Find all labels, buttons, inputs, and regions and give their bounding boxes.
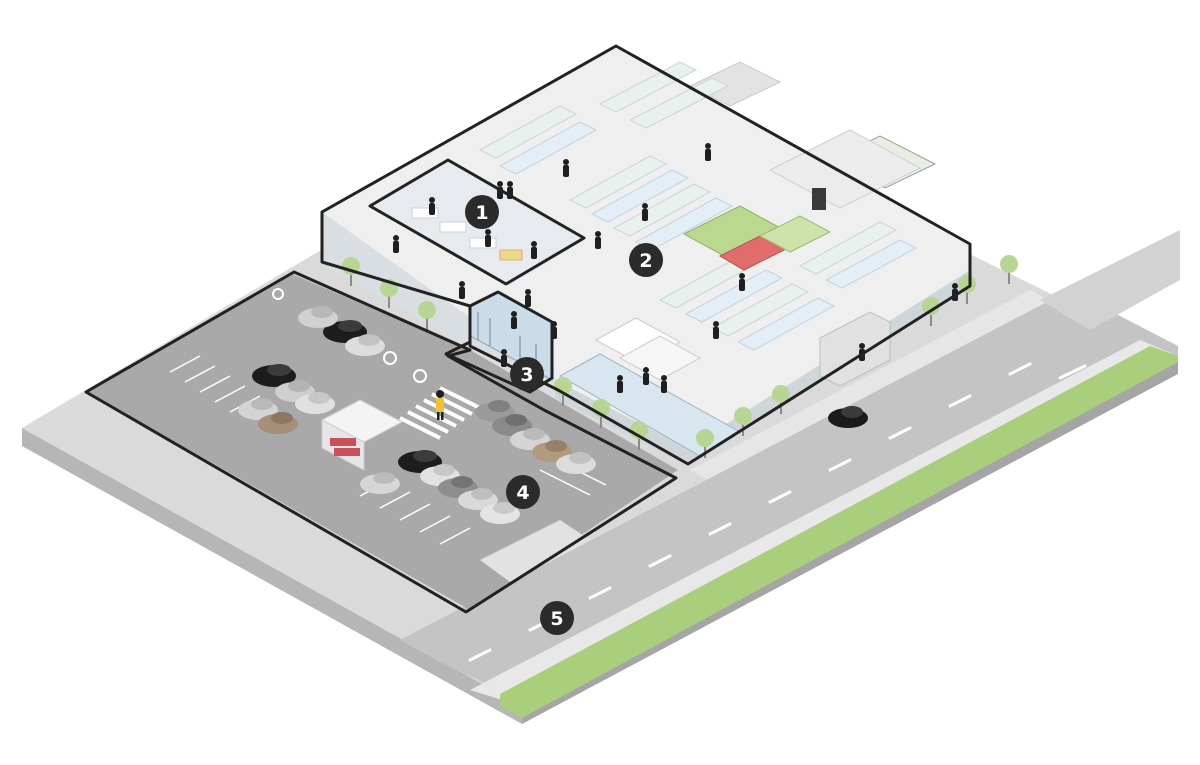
zone-outline-1 (368, 158, 586, 286)
marker-5: 5 (540, 601, 574, 635)
pedestrian-highlighted (436, 390, 444, 420)
street (400, 230, 1180, 718)
crosswalk (399, 386, 481, 440)
car-silver (238, 398, 278, 420)
car-silver (556, 452, 596, 474)
grass-strip (500, 346, 1178, 718)
marker-1: 1 (465, 195, 499, 229)
tree (922, 297, 940, 326)
svg-text:2: 2 (639, 250, 652, 272)
ground-side-left (22, 428, 522, 724)
office-desks (411, 207, 523, 261)
ev-charging-icon (272, 288, 284, 300)
front-wall-left (322, 212, 555, 398)
marker-2: 2 (629, 243, 663, 277)
number-markers: 1 2 3 4 5 (465, 195, 663, 635)
car-silver (298, 306, 338, 328)
lane-dashes (468, 362, 1087, 662)
svg-text:5: 5 (550, 608, 563, 630)
svg-text:1: 1 (475, 202, 488, 224)
produce-display (682, 205, 832, 271)
tree (1000, 255, 1018, 284)
car-silver (345, 334, 385, 356)
svg-text:4: 4 (516, 482, 529, 504)
parking-lot (88, 274, 678, 610)
car-on-road (828, 406, 868, 428)
accessible-icon-2 (413, 369, 427, 383)
car-silver (360, 472, 400, 494)
tree (418, 301, 436, 330)
zone-outline-2 (320, 44, 972, 466)
tree (696, 429, 714, 458)
store-shelves (478, 61, 918, 351)
zone-outline-4 (84, 270, 678, 614)
trees (342, 255, 1018, 458)
marker-4: 4 (506, 475, 540, 509)
checkout-counters (594, 317, 702, 381)
car-black (252, 364, 296, 387)
cart-shelter (320, 399, 404, 471)
car-tan (258, 412, 298, 434)
zone-outlines (84, 44, 972, 614)
car-silver (458, 488, 498, 510)
side-road (1040, 230, 1180, 330)
car-silver (295, 392, 335, 414)
side-storefront (819, 311, 891, 387)
road (400, 290, 1178, 700)
back-room-door (812, 188, 826, 210)
parking-surface (88, 274, 678, 610)
parked-cars (238, 306, 596, 524)
accessible-icon-1 (383, 351, 397, 365)
parking-entrance (480, 520, 590, 582)
car-silver (480, 502, 520, 524)
back-annex-roof (688, 61, 782, 107)
zone-outline-3 (444, 290, 554, 394)
svg-text:3: 3 (520, 364, 533, 386)
marker-3: 3 (510, 357, 544, 391)
